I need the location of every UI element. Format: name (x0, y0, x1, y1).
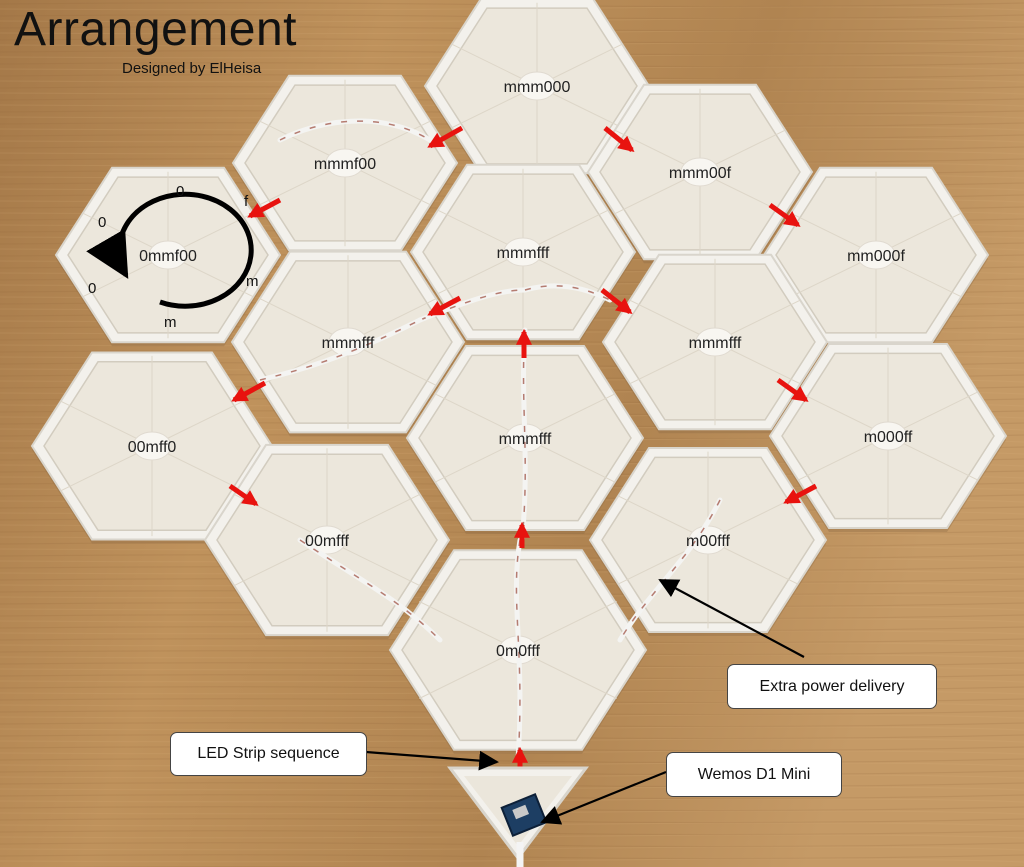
callout-pointer-power (658, 579, 805, 658)
hex-label: mmmfff (497, 245, 550, 262)
sequence-arrow-layer (228, 125, 818, 778)
segment-label-left: 0 (88, 280, 96, 297)
wire-layer (257, 118, 723, 763)
callout-extra-power: Extra power delivery (727, 664, 937, 709)
center-mount-disc (680, 157, 720, 187)
page-subtitle: Designed by ElHeisa (122, 60, 262, 77)
center-mount-disc (132, 431, 172, 461)
hex-label: mmmf00 (314, 156, 376, 173)
sequence-arrow (600, 288, 633, 314)
hex-label: m000ff (864, 429, 913, 446)
segment-label-bottom: m (164, 314, 177, 331)
hex-tile-lower-left (203, 443, 451, 640)
center-mount-disc (856, 240, 896, 270)
sequence-arrow (247, 197, 282, 219)
center-mount-disc (868, 421, 908, 451)
center-mount-disc (148, 240, 188, 270)
hex-label-layer: mmm000 mmmf00 0mmf00 mmm00f mm000f mmmfff mmmf… (128, 79, 913, 660)
sequence-arrow (231, 380, 267, 403)
sequence-arrow (783, 483, 818, 505)
segment-label-right: m (246, 273, 259, 290)
center-mount-disc (307, 525, 347, 555)
hex-label: mmm00f (669, 165, 732, 182)
hex-label: 00mfff (305, 533, 349, 550)
segment-label-top: 0 (176, 183, 184, 200)
callout-wemos: Wemos D1 Mini (666, 752, 842, 797)
page-title: Arrangement (14, 3, 297, 56)
rotation-circle-arrow (86, 191, 254, 309)
center-mount-disc (695, 327, 735, 357)
hex-label: 0m0fff (496, 643, 540, 660)
sequence-arrow (427, 295, 462, 317)
segment-label-top-right: f (244, 193, 249, 210)
callout-led-sequence: LED Strip sequence (170, 732, 367, 776)
segment-label-upper-left: 0 (98, 214, 106, 231)
hex-label: mmmfff (499, 431, 552, 448)
center-mount-disc (517, 71, 557, 101)
hex-tile-right-top (762, 166, 990, 347)
hex-tile-far-left (30, 351, 274, 544)
callout-pointer-controller (540, 770, 667, 825)
hex-label: mmm000 (504, 79, 571, 96)
sequence-arrow (228, 483, 259, 507)
center-mount-disc (503, 237, 543, 267)
sequence-arrow (427, 125, 464, 149)
hex-tile-upper-right (586, 83, 814, 264)
hex-label: 00mff0 (128, 439, 177, 456)
hex-tile-layer (30, 0, 1008, 754)
center-mount-disc (325, 148, 365, 178)
led-wire (297, 537, 443, 643)
hex-tile-far-right (768, 343, 1008, 532)
sequence-arrow (603, 126, 635, 153)
led-wire (617, 497, 723, 643)
hex-tile-left-mid (230, 250, 466, 437)
hex-label: m00fff (686, 533, 730, 550)
sequence-arrow (776, 377, 809, 403)
hex-label: mmmfff (689, 335, 742, 352)
hex-tile-lower-right (588, 447, 828, 636)
callout-pointer-sequence (365, 750, 499, 771)
hex-label: mm000f (847, 248, 905, 265)
sequence-arrow (768, 202, 801, 228)
hex-label: mmmfff (322, 335, 375, 352)
hex-tile-left-top (54, 166, 282, 347)
hex-tile-right-mid (601, 253, 829, 434)
hex-tile-top (423, 0, 651, 178)
hex-label: 0mmf00 (139, 248, 197, 265)
